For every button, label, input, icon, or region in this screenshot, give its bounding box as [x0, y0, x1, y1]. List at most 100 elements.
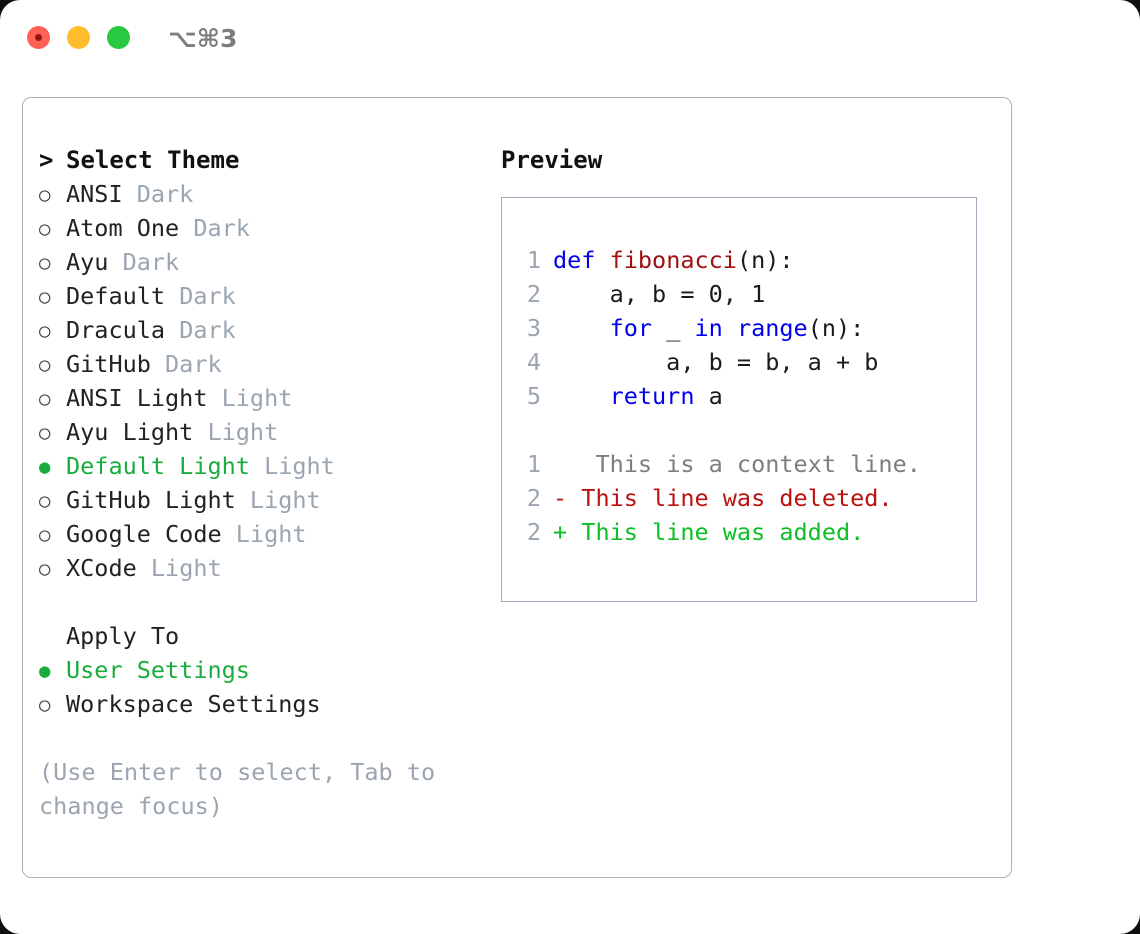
diff-line: 2 + This line was added. — [517, 515, 921, 549]
theme-variant-tag: Light — [249, 452, 335, 480]
theme-option-google-code[interactable]: ○ Google Code Light — [39, 517, 489, 551]
code-token: a — [694, 382, 723, 410]
radio-unselected-icon: ○ — [39, 218, 51, 240]
theme-variant-tag: Light — [235, 486, 321, 514]
theme-option-ayu-light[interactable]: ○ Ayu Light Light — [39, 415, 489, 449]
title-bar: ⌥⌘3 — [0, 0, 1140, 78]
theme-option-atom-one[interactable]: ○ Atom One Dark — [39, 211, 489, 245]
line-number: 3 — [526, 314, 541, 342]
code-token: (n): — [736, 246, 794, 274]
code-token: (n): — [807, 314, 865, 342]
code-token: fibonacci — [609, 246, 737, 274]
radio-unselected-icon: ○ — [39, 354, 51, 376]
code-token — [553, 314, 610, 342]
code-token: return — [609, 382, 695, 410]
diff-text: This line was added. — [567, 518, 865, 546]
theme-option-github-light[interactable]: ○GitHub Light Light — [39, 483, 489, 517]
theme-variant-tag: Light — [221, 520, 307, 548]
keyboard-shortcut-label: ⌥⌘3 — [168, 24, 238, 53]
line-number: 1 — [526, 246, 541, 274]
theme-variant-tag: Dark — [150, 350, 222, 378]
apply-to-option-label: User Settings — [66, 656, 250, 684]
radio-unselected-icon: ○ — [39, 422, 51, 444]
radio-unselected-icon: ○ — [39, 694, 51, 716]
theme-option-label: Default — [66, 282, 166, 310]
theme-option-label: GitHub — [66, 350, 151, 378]
radio-unselected-icon: ○ — [39, 524, 51, 546]
code-token: range — [736, 314, 808, 342]
theme-option-ansi[interactable]: ○ANSI Dark — [39, 177, 489, 211]
radio-selected-icon: ● — [39, 456, 51, 478]
theme-selector-column: > Select Theme ○ ANSI Dark ○ Atom One Dark ○ A… — [39, 143, 489, 823]
apply-to-option-workspace-settings[interactable]: ○ Workspace Settings — [39, 687, 489, 721]
code-token: _ — [652, 314, 695, 342]
cursor-marker-icon: > — [39, 146, 54, 174]
code-token: def — [553, 246, 596, 274]
radio-selected-icon: ● — [39, 660, 51, 682]
radio-unselected-icon: ○ — [39, 286, 51, 308]
apply-to-title: Apply To — [66, 622, 180, 650]
apply-to-option-label: Workspace Settings — [66, 690, 321, 718]
theme-option-xcode[interactable]: ○XCode Light — [39, 551, 489, 585]
radio-unselected-icon: ○ — [39, 252, 51, 274]
zoom-window-icon[interactable] — [107, 26, 130, 49]
code-token — [553, 382, 610, 410]
theme-variant-tag: Dark — [108, 248, 180, 276]
diff-sign: + — [553, 518, 568, 546]
theme-variant-tag: Light — [136, 554, 222, 582]
theme-variant-tag: Dark — [165, 316, 236, 344]
apply-to-option-user-settings[interactable]: ● User Settings — [39, 653, 489, 687]
radio-unselected-icon: ○ — [39, 184, 51, 206]
theme-variant-tag: Light — [193, 418, 279, 446]
line-number: 2 — [526, 280, 541, 308]
line-number: 2 — [526, 518, 541, 546]
theme-option-default[interactable]: ○ Default Dark — [39, 279, 489, 313]
apply-to-option-list: ● User Settings ○ Workspace Settings — [39, 653, 489, 721]
diff-text: This is a context line. — [567, 450, 921, 478]
select-theme-header: > Select Theme — [39, 143, 489, 177]
theme-option-label: ANSI — [66, 180, 123, 208]
theme-option-label: Ayu — [66, 248, 109, 276]
main-panel: > Select Theme ○ ANSI Dark ○ Atom One Dark ○ A… — [22, 97, 1012, 878]
theme-option-default-light[interactable]: ●Default Light Light — [39, 449, 489, 483]
theme-option-dracula[interactable]: ○Dracula Dark — [39, 313, 489, 347]
theme-option-label: Ayu Light — [66, 418, 194, 446]
diff-line: 1 This is a context line. — [517, 447, 921, 481]
code-token: a, b = 0, 1 — [553, 280, 766, 308]
diff-sample: 1 This is a context line. 2- This line wa… — [517, 447, 921, 549]
theme-option-list: ○ ANSI Dark ○ Atom One Dark ○ Ayu Dark ○ Defaul… — [39, 177, 489, 585]
diff-text: This line was deleted. — [567, 484, 893, 512]
code-line: 5 return a — [517, 379, 921, 413]
line-number: 1 — [526, 450, 541, 478]
code-line: 4 a, b = b, a + b — [517, 345, 921, 379]
code-line: 2 a, b = 0, 1 — [517, 277, 921, 311]
theme-option-label: ANSI Light — [66, 384, 208, 412]
radio-unselected-icon: ○ — [39, 388, 51, 410]
traffic-lights — [27, 26, 130, 49]
code-token: for — [609, 314, 653, 342]
theme-option-label: Atom One — [66, 214, 180, 242]
theme-variant-tag: Dark — [179, 214, 250, 242]
diff-sign: - — [553, 484, 568, 512]
theme-option-ansi-light[interactable]: ○ANSI Light Light — [39, 381, 489, 415]
close-window-icon[interactable] — [27, 26, 50, 49]
keyboard-hint-text: (Use Enter to select, Tab to change focu… — [39, 758, 436, 820]
theme-option-label: XCode — [66, 554, 137, 582]
code-token — [723, 314, 737, 342]
theme-option-github[interactable]: ○ GitHub Dark — [39, 347, 489, 381]
line-number: 5 — [526, 382, 541, 410]
theme-option-ayu[interactable]: ○ Ayu Dark — [39, 245, 489, 279]
minimize-window-icon[interactable] — [67, 26, 90, 49]
theme-option-label: Google Code — [66, 520, 222, 548]
theme-option-label: Dracula — [66, 316, 166, 344]
code-line: 1 def fibonacci(n): — [517, 243, 921, 277]
code-diff-gap — [517, 413, 921, 447]
theme-variant-tag: Dark — [165, 282, 236, 310]
code-token — [595, 246, 609, 274]
select-theme-header-label: Select Theme — [66, 146, 240, 174]
theme-option-label: GitHub Light — [66, 486, 236, 514]
